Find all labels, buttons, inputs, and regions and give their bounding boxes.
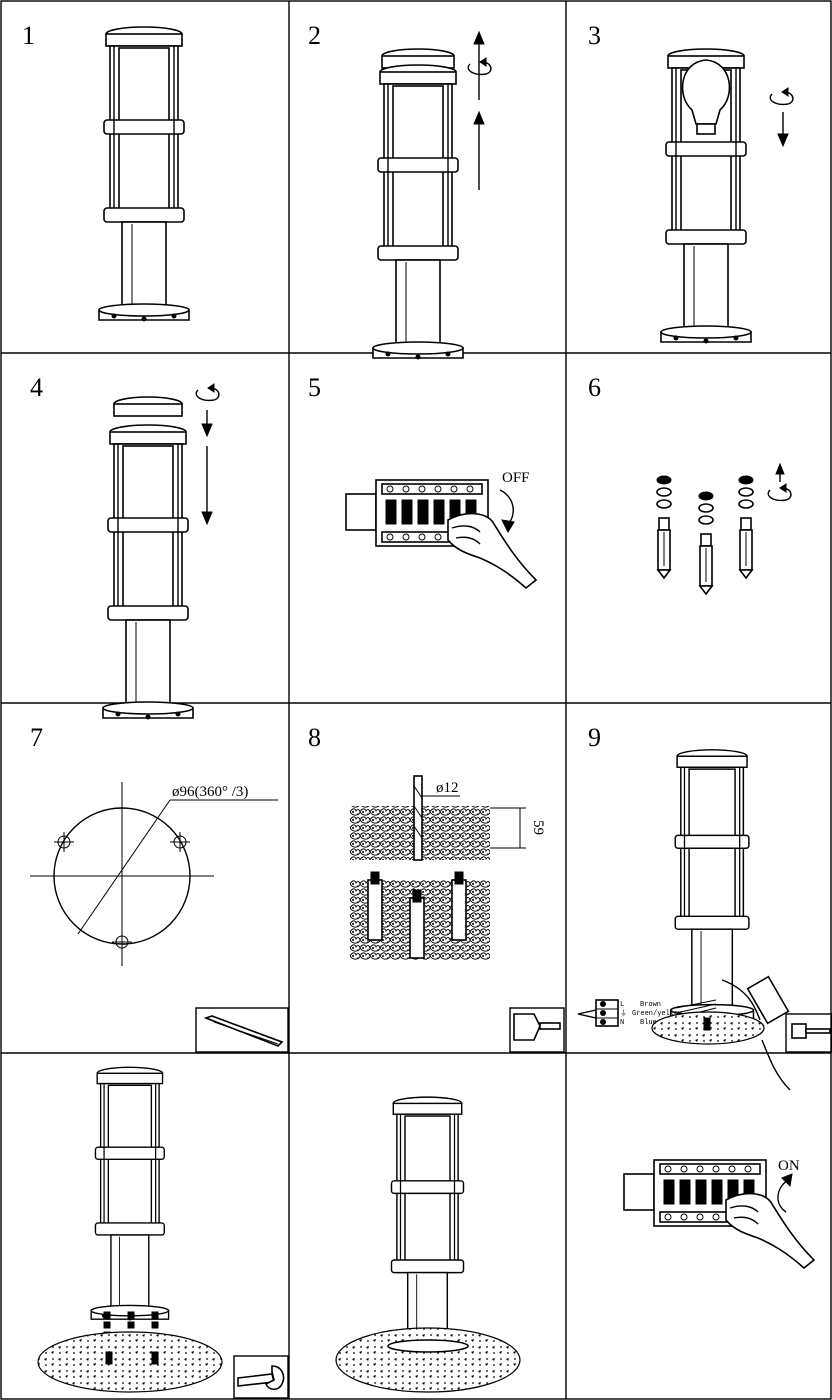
step-number-7: 7 [30, 723, 43, 752]
rotate-arrow-icon [769, 87, 794, 106]
bollard-lamp-drawing [669, 749, 755, 1022]
step-number-3: 3 [588, 21, 601, 50]
straight-arrow-icon [501, 519, 515, 534]
diameter-label: ø96(360° /3) [172, 784, 248, 800]
straight-arrow-icon [201, 511, 213, 526]
panel-10-place-lamp [37, 1066, 289, 1399]
step-number-6: 6 [588, 373, 601, 402]
terminal-block: L ⏚ N Brown Green/yellow Blue [577, 999, 717, 1027]
bollard-lamp-drawing [98, 26, 190, 322]
anchor-bolt-drawing [698, 491, 714, 595]
bollard-lamp-drawing [386, 1096, 469, 1363]
panel-3-insert-bulb [660, 48, 794, 344]
wire-green-yellow: Green/yellow [632, 1010, 683, 1018]
step-number-9: 9 [588, 723, 601, 752]
panel-11-fixed-lamp [335, 1096, 521, 1393]
pencil-icon [203, 1015, 284, 1047]
drill-diameter-label: ø12 [436, 780, 459, 796]
panel-1-assembled-lamp [98, 26, 190, 322]
panel-12-switch-on: ON [623, 1158, 815, 1269]
off-label: OFF [502, 470, 530, 486]
light-bulb-drawing [681, 59, 731, 125]
straight-arrow-icon [777, 133, 789, 148]
anchor-bolt-drawing [738, 475, 754, 579]
step-number-2: 2 [308, 21, 321, 50]
panel-7-drilling-template: ø96(360° /3) [30, 782, 289, 1053]
wrench-icon [237, 1365, 285, 1391]
panel-9-wiring: L ⏚ N Brown Green/yellow Blue [577, 749, 832, 1091]
depth-label: 59 [530, 820, 546, 835]
wire-blue: Blue [640, 1019, 657, 1027]
drill-icon [513, 1013, 561, 1041]
bollard-lamp-drawing [372, 64, 464, 360]
panel-2-remove-cap [372, 30, 492, 360]
step-number-5: 5 [308, 373, 321, 402]
straight-arrow-icon [473, 30, 485, 45]
step-number-8: 8 [308, 723, 321, 752]
panel-6-anchor-bolts [656, 462, 792, 595]
step-number-1: 1 [22, 21, 35, 50]
straight-arrow-icon [775, 462, 785, 475]
panel-5-switch-off: OFF [345, 470, 537, 589]
wire-brown: Brown [640, 1001, 661, 1009]
panel-4-refit-cap [102, 383, 220, 720]
earth-icon: ⏚ [620, 1009, 627, 1018]
rotate-arrow-icon [767, 483, 792, 502]
on-label: ON [778, 1158, 800, 1174]
concrete-base [335, 1327, 521, 1393]
straight-arrow-icon [781, 1173, 793, 1188]
screwdriver-icon [791, 1023, 831, 1039]
cable-connector-drawing [746, 975, 790, 1025]
anchor-bolt-drawing [656, 475, 672, 579]
panel-8-drill-holes: ø12 59 [350, 775, 565, 1053]
step-number-4: 4 [30, 373, 43, 402]
rotate-arrow-icon [195, 383, 220, 402]
concrete-base [37, 1331, 223, 1393]
bollard-lamp-drawing [102, 424, 194, 720]
terminal-n: N [620, 1019, 624, 1027]
terminal-l: L [620, 1001, 624, 1009]
bollard-lamp-drawing [90, 1066, 170, 1321]
straight-arrow-icon [473, 110, 485, 125]
straight-arrow-icon [201, 423, 213, 438]
